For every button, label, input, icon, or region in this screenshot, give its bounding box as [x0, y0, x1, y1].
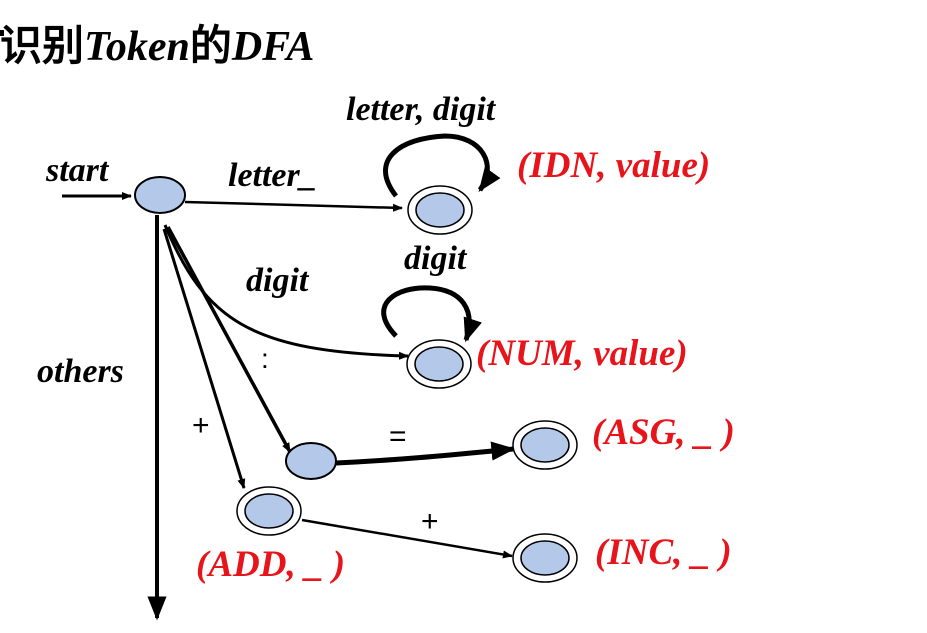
token-asg: (ASG, _ ): [592, 412, 735, 453]
edge-letter-to-idn: [184, 200, 403, 212]
edge-digit-to-num: [163, 224, 409, 360]
state-add: [244, 493, 294, 529]
page-title: 识别Token的DFA: [0, 12, 314, 73]
state-colon: [285, 442, 337, 480]
edge-plus-to-add: [162, 228, 246, 489]
loop-letter-digit: [383, 133, 501, 198]
state-num: [414, 346, 464, 382]
label-letter-underscore: letter_: [228, 157, 317, 194]
edge-plus-to-inc: [301, 518, 513, 559]
label-letter-digit: letter, digit: [346, 91, 497, 128]
title-word-dfa: DFA: [231, 24, 315, 70]
loop-digit: [381, 285, 482, 343]
label-digit-edge: digit: [246, 262, 310, 299]
state-idn: [415, 192, 465, 228]
token-idn: (IDN, value): [517, 145, 710, 186]
token-num: (NUM, value): [476, 333, 688, 374]
state-inc: [520, 540, 570, 576]
bullet-marker: [0, 30, 4, 36]
label-others: others: [37, 353, 124, 390]
edge-equals-to-asg: [335, 441, 516, 466]
label-digit-loop: digit: [404, 240, 468, 277]
label-colon: :: [261, 343, 269, 374]
state-asg: [520, 427, 570, 463]
title-word-token: Token: [84, 24, 190, 70]
token-inc: (INC, _ ): [595, 532, 732, 573]
title-prefix: 识别: [0, 21, 85, 70]
state-start: [134, 176, 186, 214]
label-plus-right: +: [421, 505, 439, 538]
title-mid: 的: [189, 21, 232, 70]
edge-colon-to-middle: [166, 226, 292, 453]
label-start: start: [45, 152, 110, 189]
label-equals: =: [389, 420, 407, 453]
label-plus-left: +: [192, 409, 210, 442]
token-add: (ADD, _ ): [196, 544, 345, 585]
